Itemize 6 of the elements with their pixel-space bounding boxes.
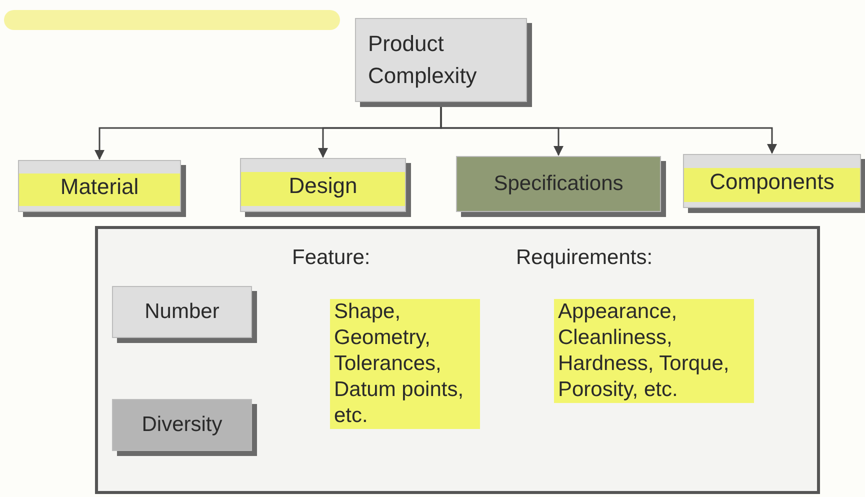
column-heading: Requirements: bbox=[515, 245, 654, 271]
panel bbox=[95, 226, 820, 494]
item-list: Shape, Geometry, Tolerances, Datum points, etc. bbox=[330, 299, 480, 429]
column-heading: Feature: bbox=[291, 245, 372, 271]
arrow bbox=[440, 105, 777, 154]
item-list: Appearance, Cleanliness, Hardness, Torque, Porosity, etc. bbox=[554, 299, 754, 403]
